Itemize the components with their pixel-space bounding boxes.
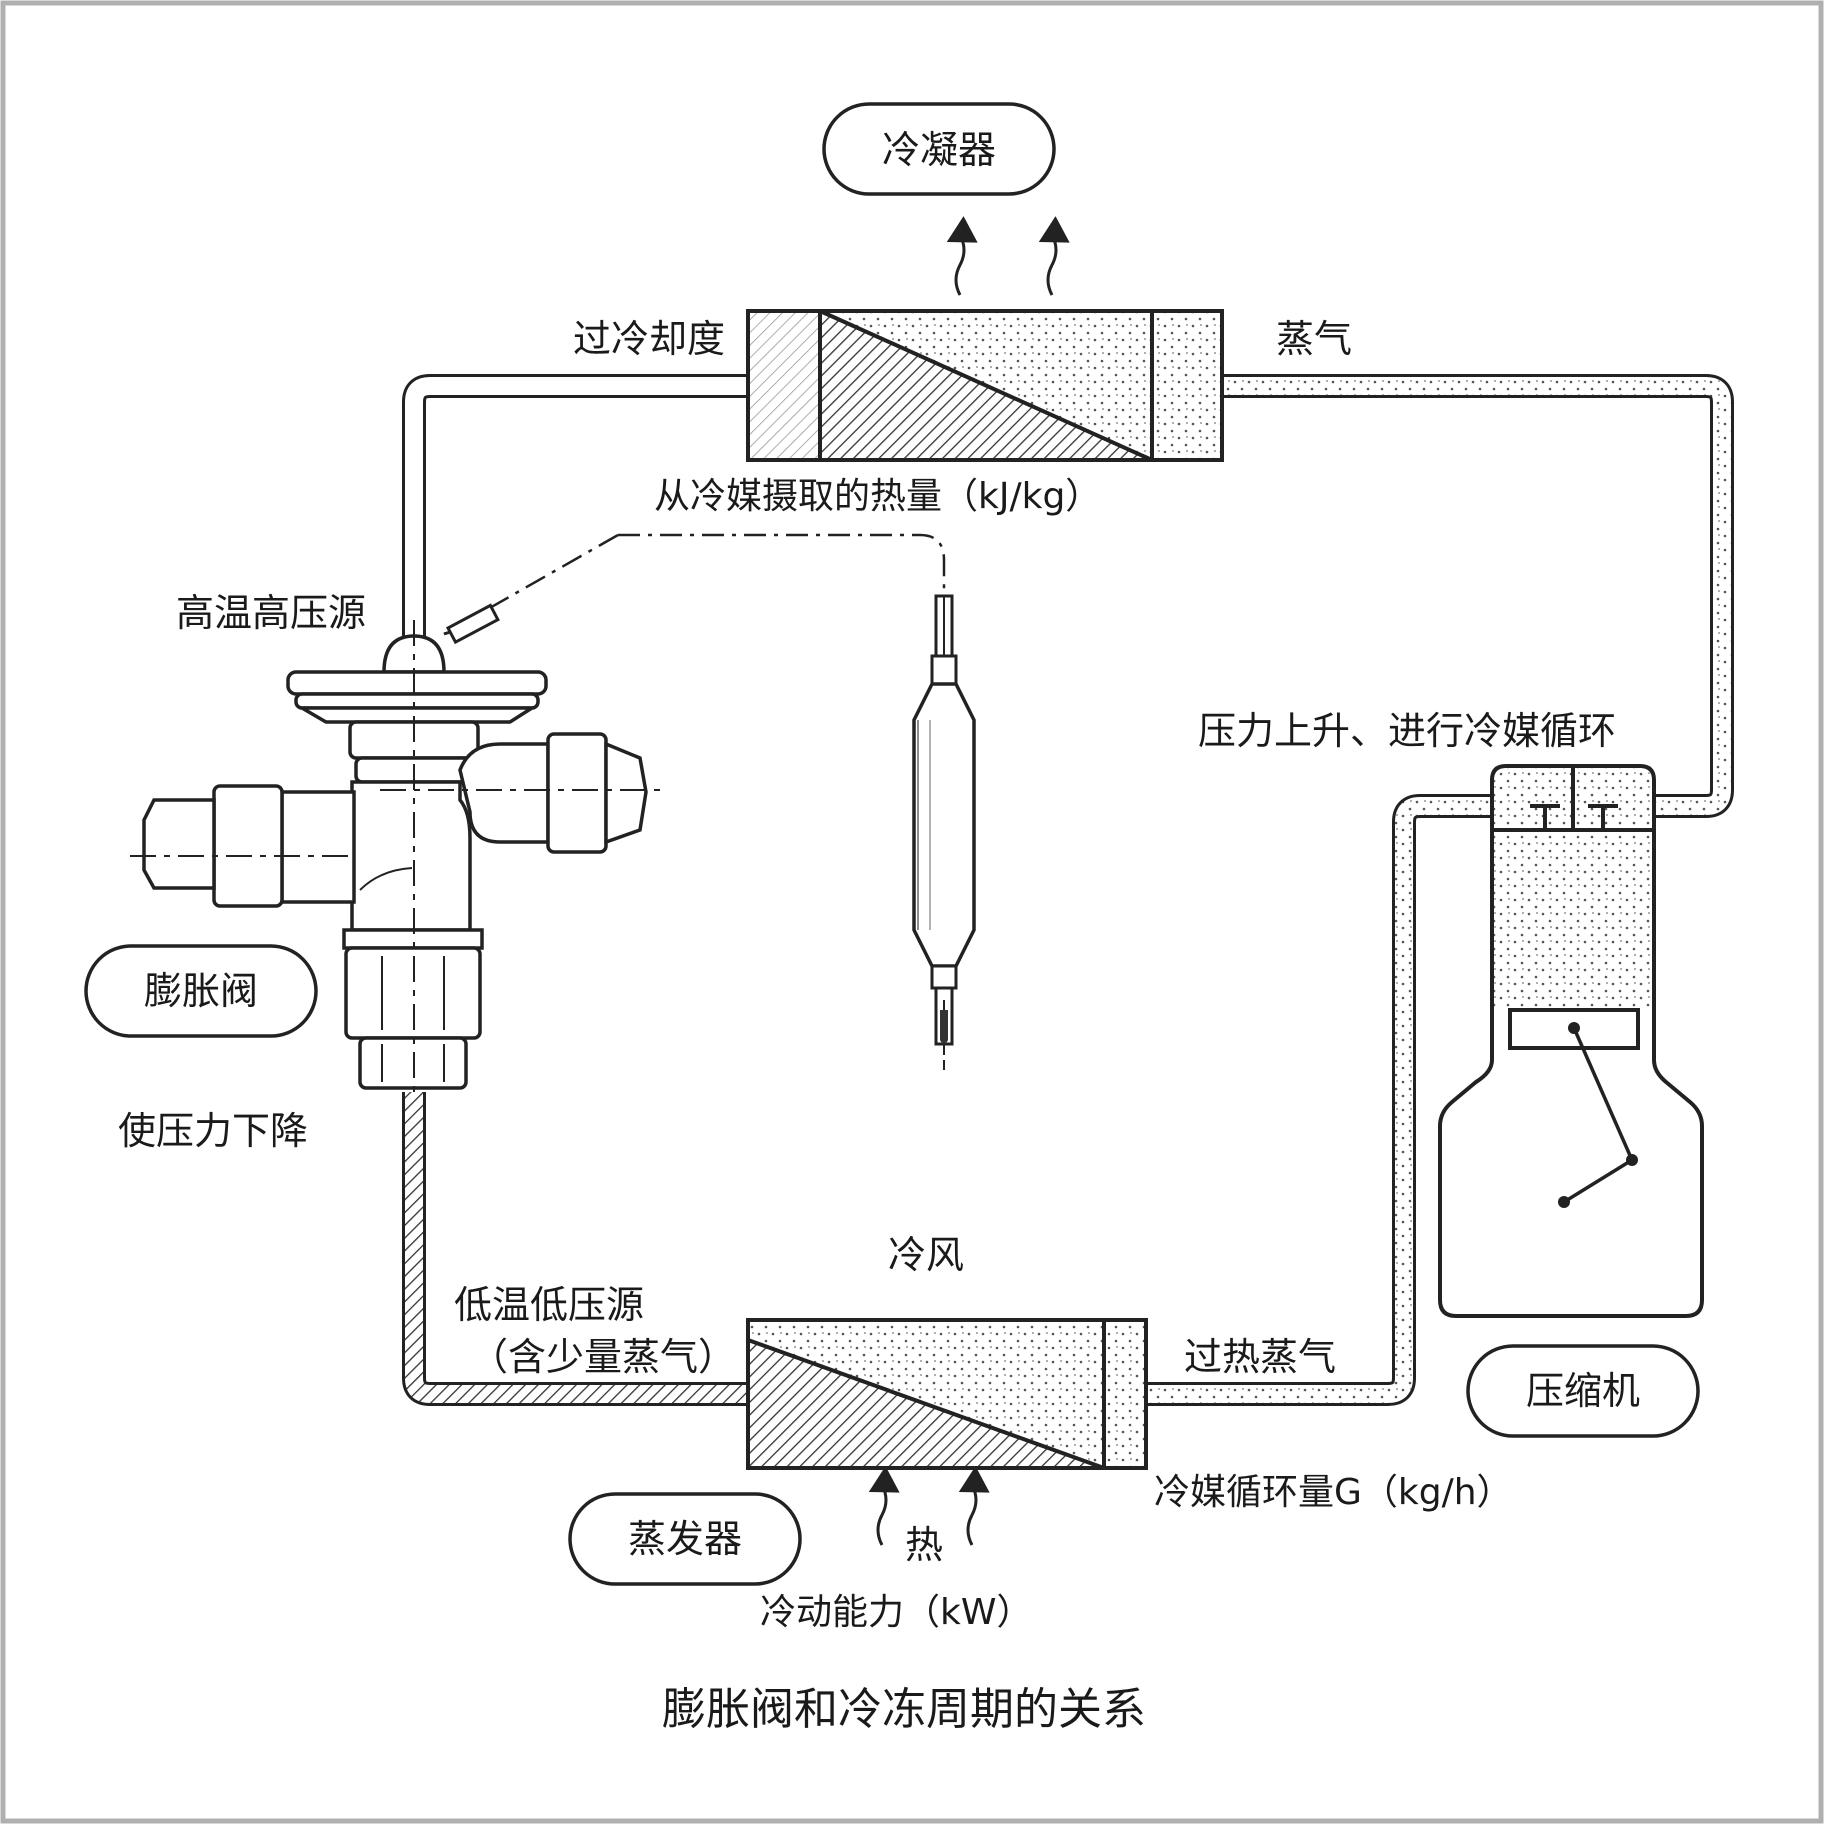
evaporator-label: 蒸发器 — [568, 1492, 802, 1586]
pipe-suction — [1146, 794, 1500, 1406]
label-vapor: 蒸气 — [1276, 317, 1352, 361]
label-high-temp-source: 高温高压源 — [176, 591, 366, 635]
expansion-valve-label: 膨胀阀 — [84, 944, 318, 1038]
label-cooling-capacity: 冷动能力（kW） — [760, 1592, 1032, 1633]
label-superheated-vapor: 过热蒸气 — [1184, 1335, 1336, 1379]
label-heat-from-refrigerant: 从冷媒摄取的热量（kJ/kg） — [654, 476, 1101, 517]
compressor-unit — [1438, 764, 1704, 1318]
condenser-label-text: 冷凝器 — [882, 128, 996, 172]
superheat-section — [1104, 1320, 1146, 1468]
diagram-caption: 膨胀阀和冷冻周期的关系 — [662, 1684, 1146, 1735]
evaporator-label-text: 蒸发器 — [628, 1517, 742, 1561]
pipe-discharge — [1222, 374, 1734, 818]
label-low-temp-source-note: （含少量蒸气） — [470, 1335, 736, 1379]
subcooling-section — [748, 311, 820, 460]
label-cold-air: 冷风 — [888, 1233, 964, 1277]
compressor-label-text: 压缩机 — [1526, 1369, 1640, 1413]
vapor-section — [1152, 311, 1222, 460]
heat-release-arrows — [946, 216, 1070, 296]
label-refrigerant-flow: 冷媒循环量G（kg/h） — [1154, 1472, 1513, 1513]
sensing-bulb — [443, 533, 976, 1074]
heat-absorb-arrows — [868, 1466, 990, 1546]
condenser-label: 冷凝器 — [822, 102, 1056, 196]
label-heat: 热 — [905, 1523, 943, 1567]
label-pressure-drop: 使压力下降 — [118, 1109, 308, 1153]
pipe-low-pressure — [402, 1092, 748, 1406]
label-low-temp-source: 低温低压源 — [454, 1283, 644, 1327]
expansion-valve-label-text: 膨胀阀 — [144, 969, 258, 1013]
expansion-valve-drawing — [130, 603, 660, 1100]
label-pressure-rise: 压力上升、进行冷媒循环 — [1198, 709, 1616, 753]
label-subcooling: 过冷却度 — [573, 317, 725, 361]
pipe-liquid-line — [402, 374, 748, 640]
compressor-label: 压缩机 — [1466, 1344, 1700, 1438]
condenser-unit — [746, 309, 1224, 462]
evaporator-unit — [746, 1318, 1148, 1470]
